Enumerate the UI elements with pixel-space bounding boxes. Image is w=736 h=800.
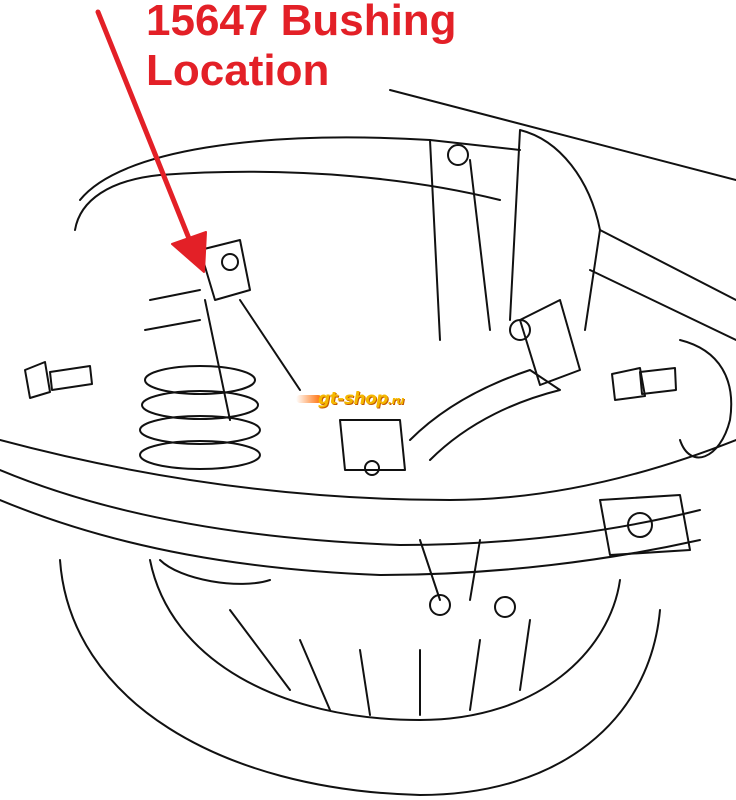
label-line-1: 15647 Bushing (146, 0, 457, 45)
bolts (24, 319, 677, 618)
watermark-flame-icon (296, 395, 322, 403)
bushing-location-label: 15647 Bushing Location (146, 0, 457, 96)
watermark-brand: gt-shop (318, 389, 388, 409)
watermark-logo: gt-shop.ru (318, 389, 404, 409)
crossmember (0, 439, 736, 601)
watermark-suffix: .ru (387, 394, 404, 407)
body-frame (74, 89, 736, 341)
links (339, 299, 733, 476)
tire (59, 559, 661, 796)
label-line-2: Location (146, 46, 330, 95)
callout-arrow (95, 9, 207, 273)
coil-spring (139, 365, 261, 470)
upper-control-arm (144, 239, 301, 421)
